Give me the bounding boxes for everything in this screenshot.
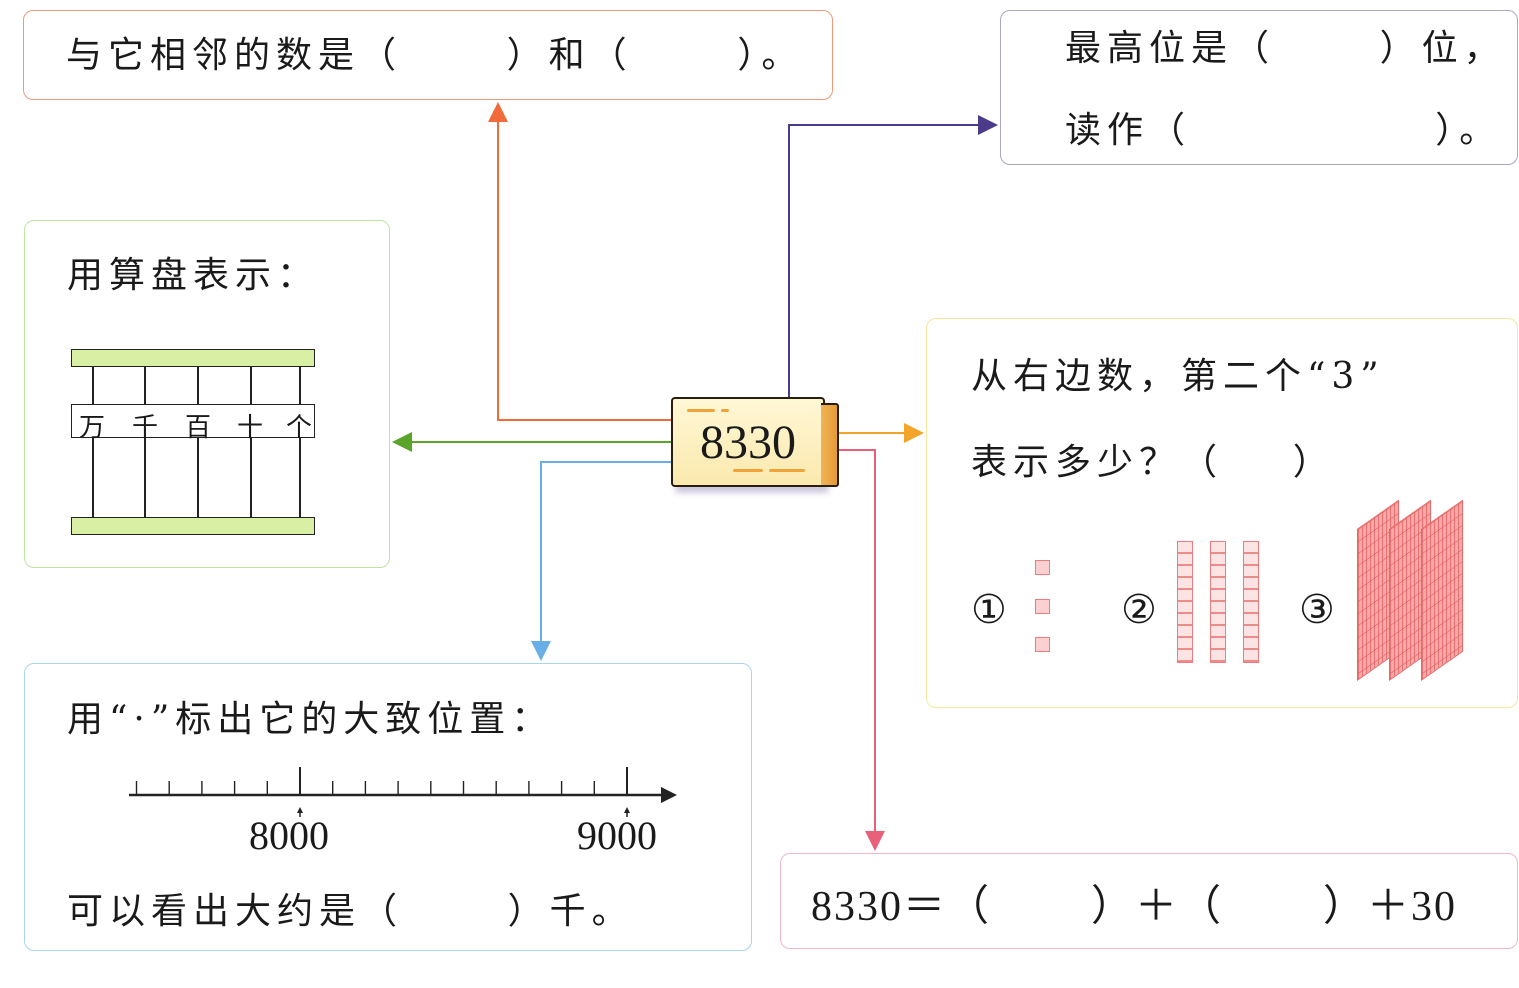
neighbors-question-box: 与它相邻的数是（ ）和（ ）。 bbox=[23, 10, 833, 100]
ten-rod bbox=[1243, 541, 1259, 663]
read-as-text: 读作（ ）。 bbox=[1065, 110, 1502, 151]
place-label: 个 bbox=[285, 413, 312, 443]
place-label: 千 bbox=[131, 413, 158, 443]
ten-rod bbox=[1210, 541, 1226, 663]
abacus-bottom-frame bbox=[71, 517, 315, 535]
number-line[interactable] bbox=[125, 759, 685, 819]
number-card: 8330 bbox=[671, 397, 839, 487]
abacus-rod bbox=[197, 367, 199, 517]
number-line-question-box: 用“·”标出它的大致位置： 8000 9000 可以看出大约是（ ）千。 bbox=[24, 663, 752, 951]
place-label: 十 bbox=[236, 413, 263, 443]
abacus-top-frame bbox=[71, 349, 315, 367]
digit-question-line2: 表示多少？（ ） bbox=[971, 442, 1335, 483]
expanded-form-text: 8330＝（ ）＋（ ）＋30 bbox=[811, 884, 1458, 930]
tick-label-9000: 9000 bbox=[577, 813, 657, 858]
digit-value-question-box: 从右边数，第二个“3” 表示多少？（ ） ① ② ③ bbox=[926, 318, 1518, 708]
arrow-to-neighbors bbox=[488, 102, 671, 421]
hundred-flat bbox=[1421, 499, 1463, 681]
expanded-form-question-box: 8330＝（ ）＋（ ）＋30 bbox=[780, 853, 1518, 949]
highest-place-text: 最高位是（ ）位， bbox=[1065, 28, 1506, 69]
approx-answer-text: 可以看出大约是（ ）千。 bbox=[67, 891, 634, 932]
card-decoration bbox=[769, 469, 805, 472]
neighbors-question-text: 与它相邻的数是（ ）和（ ）。 bbox=[66, 35, 804, 76]
unit-cube bbox=[1035, 599, 1050, 614]
arrow-to-number-line bbox=[531, 461, 671, 661]
card-decoration bbox=[733, 469, 763, 472]
center-number: 8330 bbox=[700, 416, 796, 469]
number-line-ticks bbox=[135, 767, 628, 795]
unit-cube bbox=[1035, 560, 1050, 575]
option-2-label[interactable]: ② bbox=[1121, 587, 1157, 633]
unit-cube bbox=[1035, 637, 1050, 652]
arrow-to-expanded-form bbox=[837, 449, 885, 851]
tick-label-8000: 8000 bbox=[249, 813, 329, 858]
option-3-label[interactable]: ③ bbox=[1299, 587, 1335, 633]
card-decoration bbox=[721, 409, 729, 412]
digit-question-line1: 从右边数，第二个“3” bbox=[971, 356, 1385, 397]
abacus-question-box: 用算盘表示： 万 千 百 十 个 bbox=[24, 220, 390, 568]
abacus-place-labels: 万 千 百 十 个 bbox=[71, 404, 315, 443]
ten-rod bbox=[1177, 541, 1193, 663]
card-decoration bbox=[687, 409, 715, 412]
abacus-diagram: 万 千 百 十 个 bbox=[71, 349, 315, 535]
place-label: 百 bbox=[184, 413, 211, 443]
place-label: 万 bbox=[78, 413, 105, 443]
highest-place-question-box: 最高位是（ ）位， 读作（ ）。 bbox=[1000, 10, 1518, 165]
option-1-label[interactable]: ① bbox=[971, 587, 1007, 633]
abacus-rod bbox=[250, 367, 252, 517]
number-line-arrowhead bbox=[661, 787, 677, 803]
abacus-rod bbox=[144, 367, 146, 517]
abacus-title: 用算盘表示： bbox=[67, 255, 320, 296]
abacus-rod bbox=[92, 367, 94, 517]
card-edge bbox=[821, 403, 839, 487]
number-line-title: 用“·”标出它的大致位置： bbox=[67, 699, 554, 740]
abacus-rod bbox=[299, 367, 301, 517]
